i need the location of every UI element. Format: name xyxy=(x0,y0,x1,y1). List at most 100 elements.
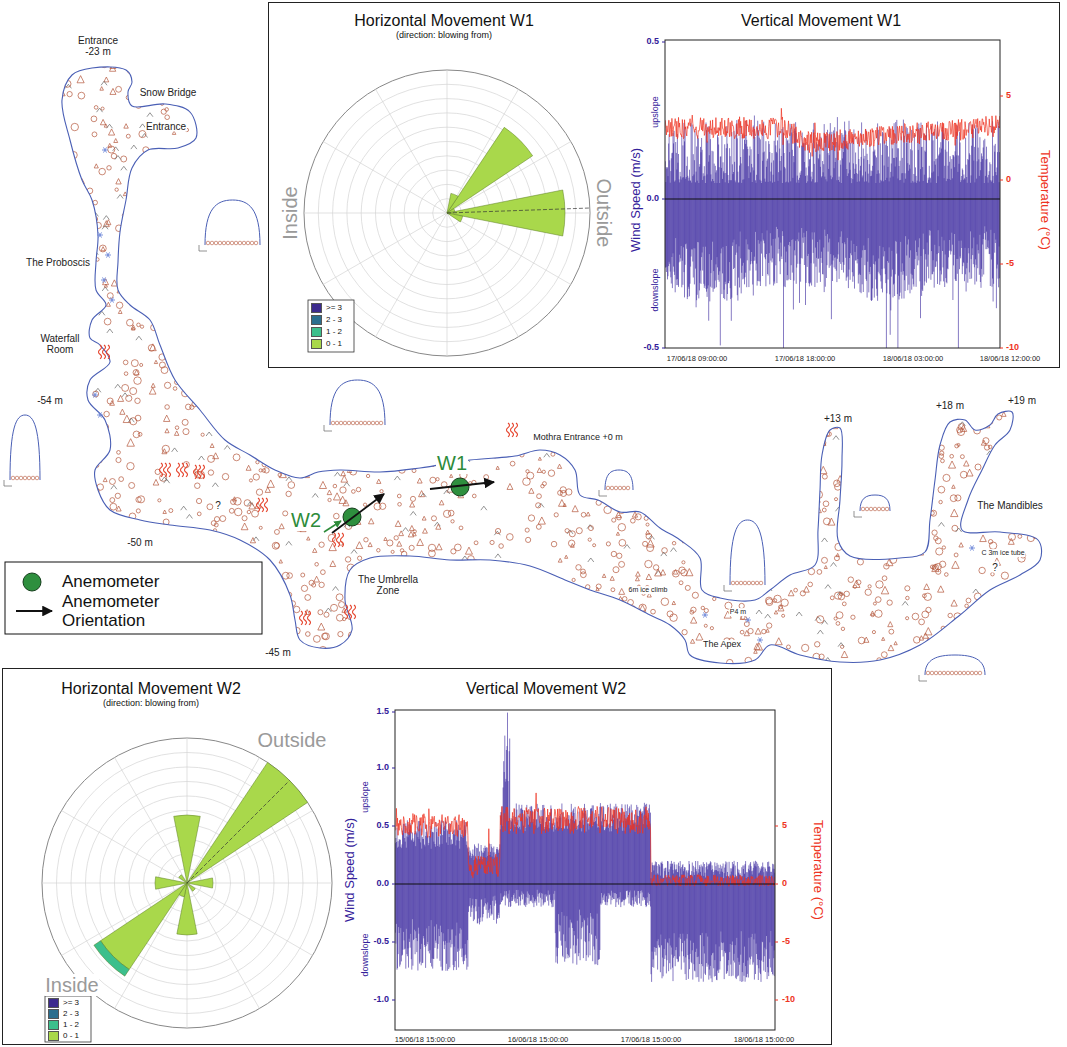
rubble-pattern xyxy=(77,552,83,558)
rubble-pattern xyxy=(427,636,432,641)
rubble-pattern xyxy=(987,347,993,351)
rubble-pattern xyxy=(86,58,93,65)
rubble-pattern xyxy=(526,470,529,473)
rubble-pattern xyxy=(184,225,189,230)
rubble-pattern xyxy=(385,166,390,171)
rubble-pattern xyxy=(133,431,140,438)
rubble-pattern xyxy=(514,594,519,599)
rubble-pattern xyxy=(889,121,894,126)
rubble-pattern xyxy=(1012,229,1019,236)
rubble-pattern xyxy=(774,60,779,65)
rubble-pattern xyxy=(215,225,221,229)
rubble-pattern xyxy=(770,452,773,455)
rubble-pattern xyxy=(794,588,798,592)
rubble-pattern xyxy=(348,220,353,225)
rubble-pattern xyxy=(76,249,82,255)
rubble-pattern xyxy=(231,411,237,415)
rubble-pattern xyxy=(622,597,627,602)
rubble-pattern xyxy=(201,433,204,436)
rubble-pattern xyxy=(765,444,771,450)
rubble-pattern xyxy=(529,488,534,493)
rubble-pattern xyxy=(854,481,857,484)
rubble-pattern xyxy=(671,399,677,405)
rubble-pattern xyxy=(758,448,765,455)
rubble-pattern xyxy=(864,546,868,550)
rubble-pattern xyxy=(756,362,760,366)
rubble-pattern xyxy=(852,92,858,98)
rubble-pattern xyxy=(447,302,450,305)
rubble-pattern xyxy=(791,433,795,437)
rubble-pattern xyxy=(767,623,772,628)
rubble-pattern xyxy=(960,455,964,459)
rubble-pattern xyxy=(193,281,196,284)
rubble-pattern xyxy=(617,118,621,122)
rubble-pattern xyxy=(104,318,111,325)
rubble-pattern xyxy=(131,63,136,68)
rubble-pattern xyxy=(666,95,673,102)
rubble-pattern xyxy=(103,221,109,227)
rubble-pattern xyxy=(274,529,279,534)
rubble-pattern xyxy=(1026,418,1029,421)
rubble-pattern xyxy=(941,459,945,463)
rubble-pattern xyxy=(910,434,916,440)
rubble-pattern xyxy=(569,384,574,389)
rubble-pattern xyxy=(346,255,352,261)
rubble-pattern xyxy=(617,134,623,140)
rubble-pattern xyxy=(203,403,209,409)
rubble-pattern xyxy=(542,118,549,125)
rubble-pattern xyxy=(129,482,135,488)
rubble-pattern xyxy=(356,487,360,491)
rubble-pattern xyxy=(400,408,404,412)
rubble-pattern xyxy=(719,406,724,411)
rubble-pattern xyxy=(576,565,581,570)
rubble-pattern xyxy=(792,121,798,125)
rubble-pattern xyxy=(99,168,106,175)
rubble-pattern xyxy=(353,377,359,383)
rubble-pattern xyxy=(330,78,337,85)
rubble-pattern xyxy=(893,62,896,65)
rubble-pattern xyxy=(683,420,689,426)
rubble-pattern xyxy=(710,376,714,380)
rubble-pattern xyxy=(476,197,481,202)
rubble-pattern xyxy=(249,639,253,643)
rubble-pattern xyxy=(907,425,913,431)
rubble-pattern xyxy=(826,407,830,411)
rubble-pattern xyxy=(1006,610,1010,614)
rubble-pattern xyxy=(329,453,334,458)
rubble-pattern xyxy=(587,313,595,321)
rubble-pattern xyxy=(121,166,127,170)
rubble-pattern xyxy=(551,157,557,161)
rubble-pattern xyxy=(905,85,911,89)
rubble-pattern xyxy=(230,426,237,433)
rubble-pattern xyxy=(700,447,706,451)
rubble-pattern xyxy=(858,494,863,499)
rubble-pattern xyxy=(210,444,214,448)
rubble-pattern xyxy=(961,164,968,171)
rubble-pattern xyxy=(183,63,190,70)
rubble-pattern xyxy=(579,184,583,188)
rubble-pattern xyxy=(650,174,656,180)
rubble-pattern xyxy=(357,556,361,560)
rubble-pattern xyxy=(791,515,798,522)
rubble-pattern xyxy=(670,94,676,100)
rubble-pattern xyxy=(975,464,981,470)
rubble-pattern xyxy=(63,423,68,428)
rubble-pattern xyxy=(305,363,310,368)
rubble-pattern xyxy=(335,164,341,168)
rubble-pattern xyxy=(104,362,107,365)
rubble-pattern xyxy=(417,478,422,483)
rubble-pattern xyxy=(210,271,216,277)
rubble-pattern xyxy=(259,526,262,529)
rubble-pattern xyxy=(907,425,911,429)
rubble-pattern xyxy=(64,511,70,517)
rubble-pattern xyxy=(572,578,575,581)
rubble-pattern xyxy=(404,383,408,387)
rubble-pattern xyxy=(838,382,842,386)
rubble-pattern xyxy=(664,626,669,631)
rubble-pattern xyxy=(250,644,253,647)
rubble-pattern xyxy=(355,382,358,385)
rubble-pattern xyxy=(246,465,251,470)
rubble-pattern xyxy=(154,360,157,363)
rubble-pattern xyxy=(668,471,676,479)
rubble-pattern xyxy=(634,413,637,416)
